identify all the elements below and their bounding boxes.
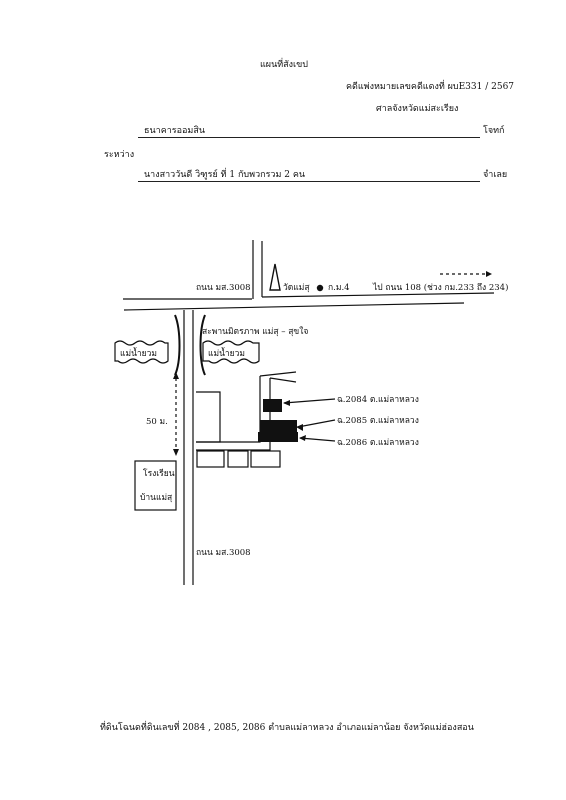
plot3-arrow-line [299,437,336,442]
bridge-label: สะพานมิตรภาพ แม่สุ – สุขใจ [202,326,308,337]
road-bottom-edge [123,302,465,311]
plot3-arrowhead [299,435,306,441]
distance-arrowhead-up [173,372,179,379]
plot2-label: ฉ.2085 ต.แม่ลาหลวง [337,416,419,426]
plot-2084 [263,399,282,412]
defendant-label: จำเลย [483,170,508,180]
distance-label: 50 ม. [146,417,168,427]
defendant-field: นางสาววันดี วิฑูรย์ ที่ 1 กับพวกรวม 2 คน [138,170,480,182]
km-marker-icon [316,284,324,292]
block-outline [196,391,221,443]
river-right-box [202,340,260,364]
to-road-arrowhead [486,271,492,277]
school-box [134,460,177,511]
river-right-label: แม่น้ำยวม [208,347,245,359]
river-left-box [114,340,169,364]
school-label-line2: บ้านแม่สุ [140,492,173,503]
defendant-name: นางสาววันดี วิฑูรย์ ที่ 1 กับพวกรวม 2 คน [144,170,306,180]
to-road-label: ไป ถนน 108 (ช่วง กม.233 ถึง 234) [372,282,508,293]
road-bottom-label: ถนน มส.3008 [196,548,251,558]
plot1-label: ฉ.2084 ต.แม่ลาหลวง [337,395,419,405]
plot-2086 [258,432,298,442]
side-road-top-left [259,371,297,377]
distance-arrowhead-down [173,449,179,456]
plaintiff-label: โจทก์ [483,126,505,136]
bridge-right-bracket [199,314,206,376]
side-road-top-right [269,377,297,383]
plot2-arrowhead [296,424,303,431]
building-3 [250,450,281,468]
between-label: ระหว่าง [104,150,135,160]
km-label: ก.ม.4 [328,283,350,293]
plot1-arrowhead [283,400,290,406]
building-2 [227,450,249,468]
land-deed-note: ที่ดินโฉนดที่ดินเลขที่ 2084 , 2085, 2086… [100,723,474,733]
plot2-arrow-line [297,419,336,428]
side-road-left [196,376,261,443]
plot1-arrow-line [283,398,336,404]
case-number: คดีแพ่งหมายเลขคดีแดงที่ ผบE331 / 2567 [346,82,515,92]
bridge-left-bracket [174,314,181,376]
plot3-label: ฉ.2086 ต.แม่ลาหลวง [337,438,419,448]
court-name: ศาลจังหวัดแม่สะเรียง [376,104,459,114]
temple-label: วัดแม่สุ [283,283,310,293]
building-1 [196,450,225,468]
road-top-edge-right [261,292,495,298]
page-title: แผนที่สังเขป [260,60,308,70]
river-left-label: แม่น้ำยวม [120,347,157,359]
school-label-line1: โรงเรียน [143,468,175,479]
plaintiff-name: ธนาคารออมสิน [144,126,205,136]
plaintiff-field: ธนาคารออมสิน [138,126,480,138]
road-top-label: ถนน มส.3008 [196,283,251,293]
plot-2085 [260,420,297,433]
temple-triangle-icon [269,263,281,291]
